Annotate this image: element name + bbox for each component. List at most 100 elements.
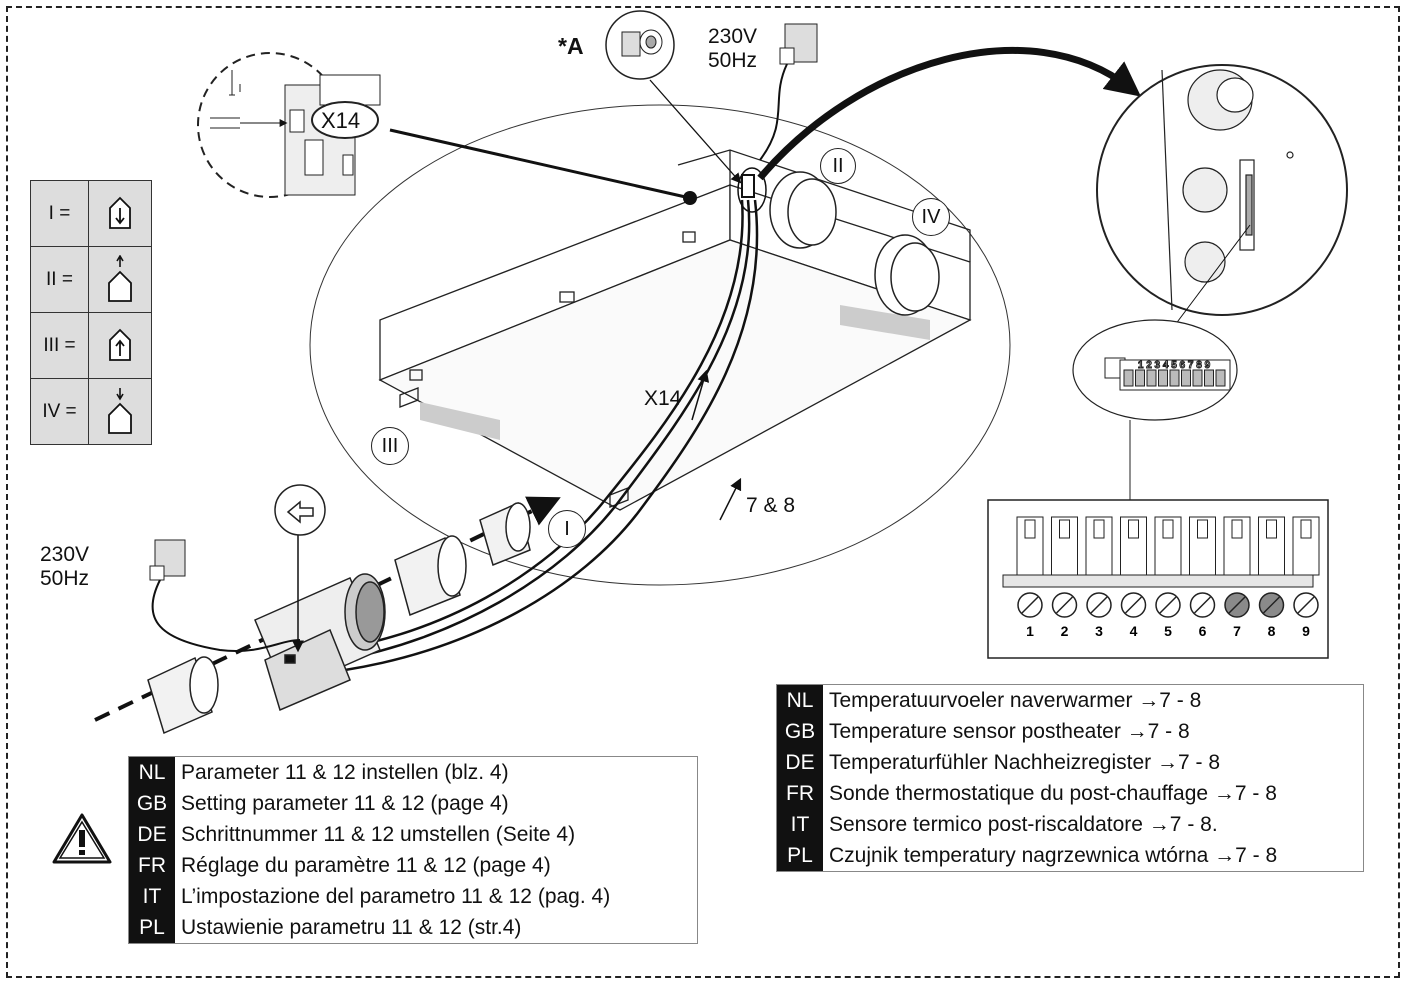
port-III-marker: III xyxy=(371,427,409,465)
warning-icon xyxy=(52,813,112,864)
terminal-screw-slot xyxy=(1262,596,1281,614)
duct-sleeve-1 xyxy=(479,501,531,567)
connector-pin-numbers: 1 2 3 4 5 6 7 8 9 xyxy=(1138,360,1211,371)
lang-code: NL xyxy=(129,757,175,788)
terminal-number: 4 xyxy=(1130,623,1138,639)
connector-pin xyxy=(1146,369,1157,387)
house-arrow-down-above-icon xyxy=(108,387,132,434)
terminal-notch xyxy=(1093,519,1105,539)
lang-code: IT xyxy=(129,881,175,912)
terminal-rail xyxy=(1002,574,1314,588)
settings-text: Ustawienie parametru 11 & 12 (str.4) xyxy=(181,915,522,939)
settings-text: Schrittnummer 11 & 12 umstellen (Seite 4… xyxy=(181,822,576,846)
lang-code: PL xyxy=(129,912,175,943)
dashed-frame xyxy=(6,6,1400,978)
x14-connection-dot xyxy=(683,191,697,205)
terminal-notch xyxy=(1197,519,1208,539)
sensor-text: Temperaturfühler Nachheizregister →7 - 8 xyxy=(829,750,1221,774)
x14-callout-label: X14 xyxy=(321,108,361,133)
terminal-screw-slot xyxy=(1021,596,1039,614)
legend-row-III: III = xyxy=(31,313,151,379)
sensor-text: Sensore termico post-riscaldatore →7 - 8… xyxy=(829,812,1218,836)
power-left-voltage: 230V xyxy=(40,543,90,566)
terminal-screw-slot xyxy=(1228,596,1246,614)
house-arrow-up-above-icon xyxy=(108,254,132,302)
postheater xyxy=(254,573,386,712)
settings-text: Parameter 11 & 12 instellen (blz. 4) xyxy=(181,760,509,784)
connector-pin xyxy=(1204,369,1214,387)
connector-pin xyxy=(1123,369,1134,387)
terminal-notch xyxy=(1266,519,1277,539)
terminal-number: 1 xyxy=(1026,623,1034,639)
lang-code: FR xyxy=(777,778,823,809)
sensor-text: Sonde thermostatique du post-chauffage →… xyxy=(829,781,1277,805)
port-IV-marker: IV xyxy=(912,198,950,236)
terminal-notch xyxy=(1300,519,1312,539)
terminal-number: 6 xyxy=(1199,623,1207,639)
legend-key: IV = xyxy=(31,379,89,444)
settings-text: Setting parameter 11 & 12 (page 4) xyxy=(181,791,509,815)
settings-text: Réglage du paramètre 11 & 12 (page 4) xyxy=(181,853,551,877)
ventilation-unit xyxy=(378,149,972,511)
x14-cable-label: X14 xyxy=(644,387,682,410)
port-I-marker: I xyxy=(548,510,586,548)
x14-detail-board xyxy=(210,70,381,196)
terminal-number: 2 xyxy=(1061,623,1069,639)
terminal-notch xyxy=(1024,519,1036,539)
legend-key: II = xyxy=(31,247,89,312)
terminal-number: 5 xyxy=(1164,623,1172,639)
lang-code: DE xyxy=(777,747,823,778)
duct-IV xyxy=(874,234,940,316)
plug-left-icon xyxy=(149,539,186,581)
legend-key: III = xyxy=(31,313,89,378)
fitting-icon xyxy=(621,29,663,57)
terminal-screw-slot xyxy=(1193,596,1212,614)
lang-code: GB xyxy=(777,716,823,747)
legend-key: I = xyxy=(31,181,89,246)
terminal-screw-slot xyxy=(1055,596,1074,614)
terminal-screw-slot xyxy=(1297,596,1315,614)
terminal-number: 8 xyxy=(1268,623,1276,639)
legend-row-II: II = xyxy=(31,247,151,313)
lang-code: NL xyxy=(777,685,823,716)
power-top-voltage: 230V xyxy=(708,25,758,48)
power-top-frequency: 50Hz xyxy=(708,49,758,72)
sensor-text: Temperature sensor postheater →7 - 8 xyxy=(829,719,1190,743)
connector-pin xyxy=(1215,369,1226,387)
lang-code: GB xyxy=(129,788,175,819)
lang-code: PL xyxy=(777,840,823,871)
terminal-screw-slot xyxy=(1124,596,1143,614)
legend-row-I: I = xyxy=(31,181,151,247)
zoom-arrow xyxy=(757,46,1142,181)
cable-78-label: 7 & 8 xyxy=(746,494,796,517)
terminal-number: 3 xyxy=(1095,623,1103,639)
duct-sleeve-3 xyxy=(147,656,219,735)
terminal-notch xyxy=(1128,519,1139,539)
terminal-number: 9 xyxy=(1302,623,1310,639)
terminal-screw-slot xyxy=(1159,596,1177,614)
unit-ellipse xyxy=(309,104,1011,586)
duct-II xyxy=(769,171,837,249)
power-left-frequency: 50Hz xyxy=(40,567,90,590)
settings-text: L’impostazione del parametro 11 & 12 (pa… xyxy=(181,884,611,908)
airflow-arrow-icon xyxy=(286,500,314,524)
lang-code: DE xyxy=(129,819,175,850)
connector-pin xyxy=(1135,369,1145,387)
x14-label-oval xyxy=(311,101,379,139)
connector-block: 1 2 3 4 5 6 7 8 9 xyxy=(1104,357,1231,391)
note-a-label: *A xyxy=(558,33,584,59)
port-legend: I = II = III = IV = xyxy=(30,180,152,445)
sensor-text: Temperatuurvoeler naverwarmer →7 - 8 xyxy=(829,688,1202,712)
